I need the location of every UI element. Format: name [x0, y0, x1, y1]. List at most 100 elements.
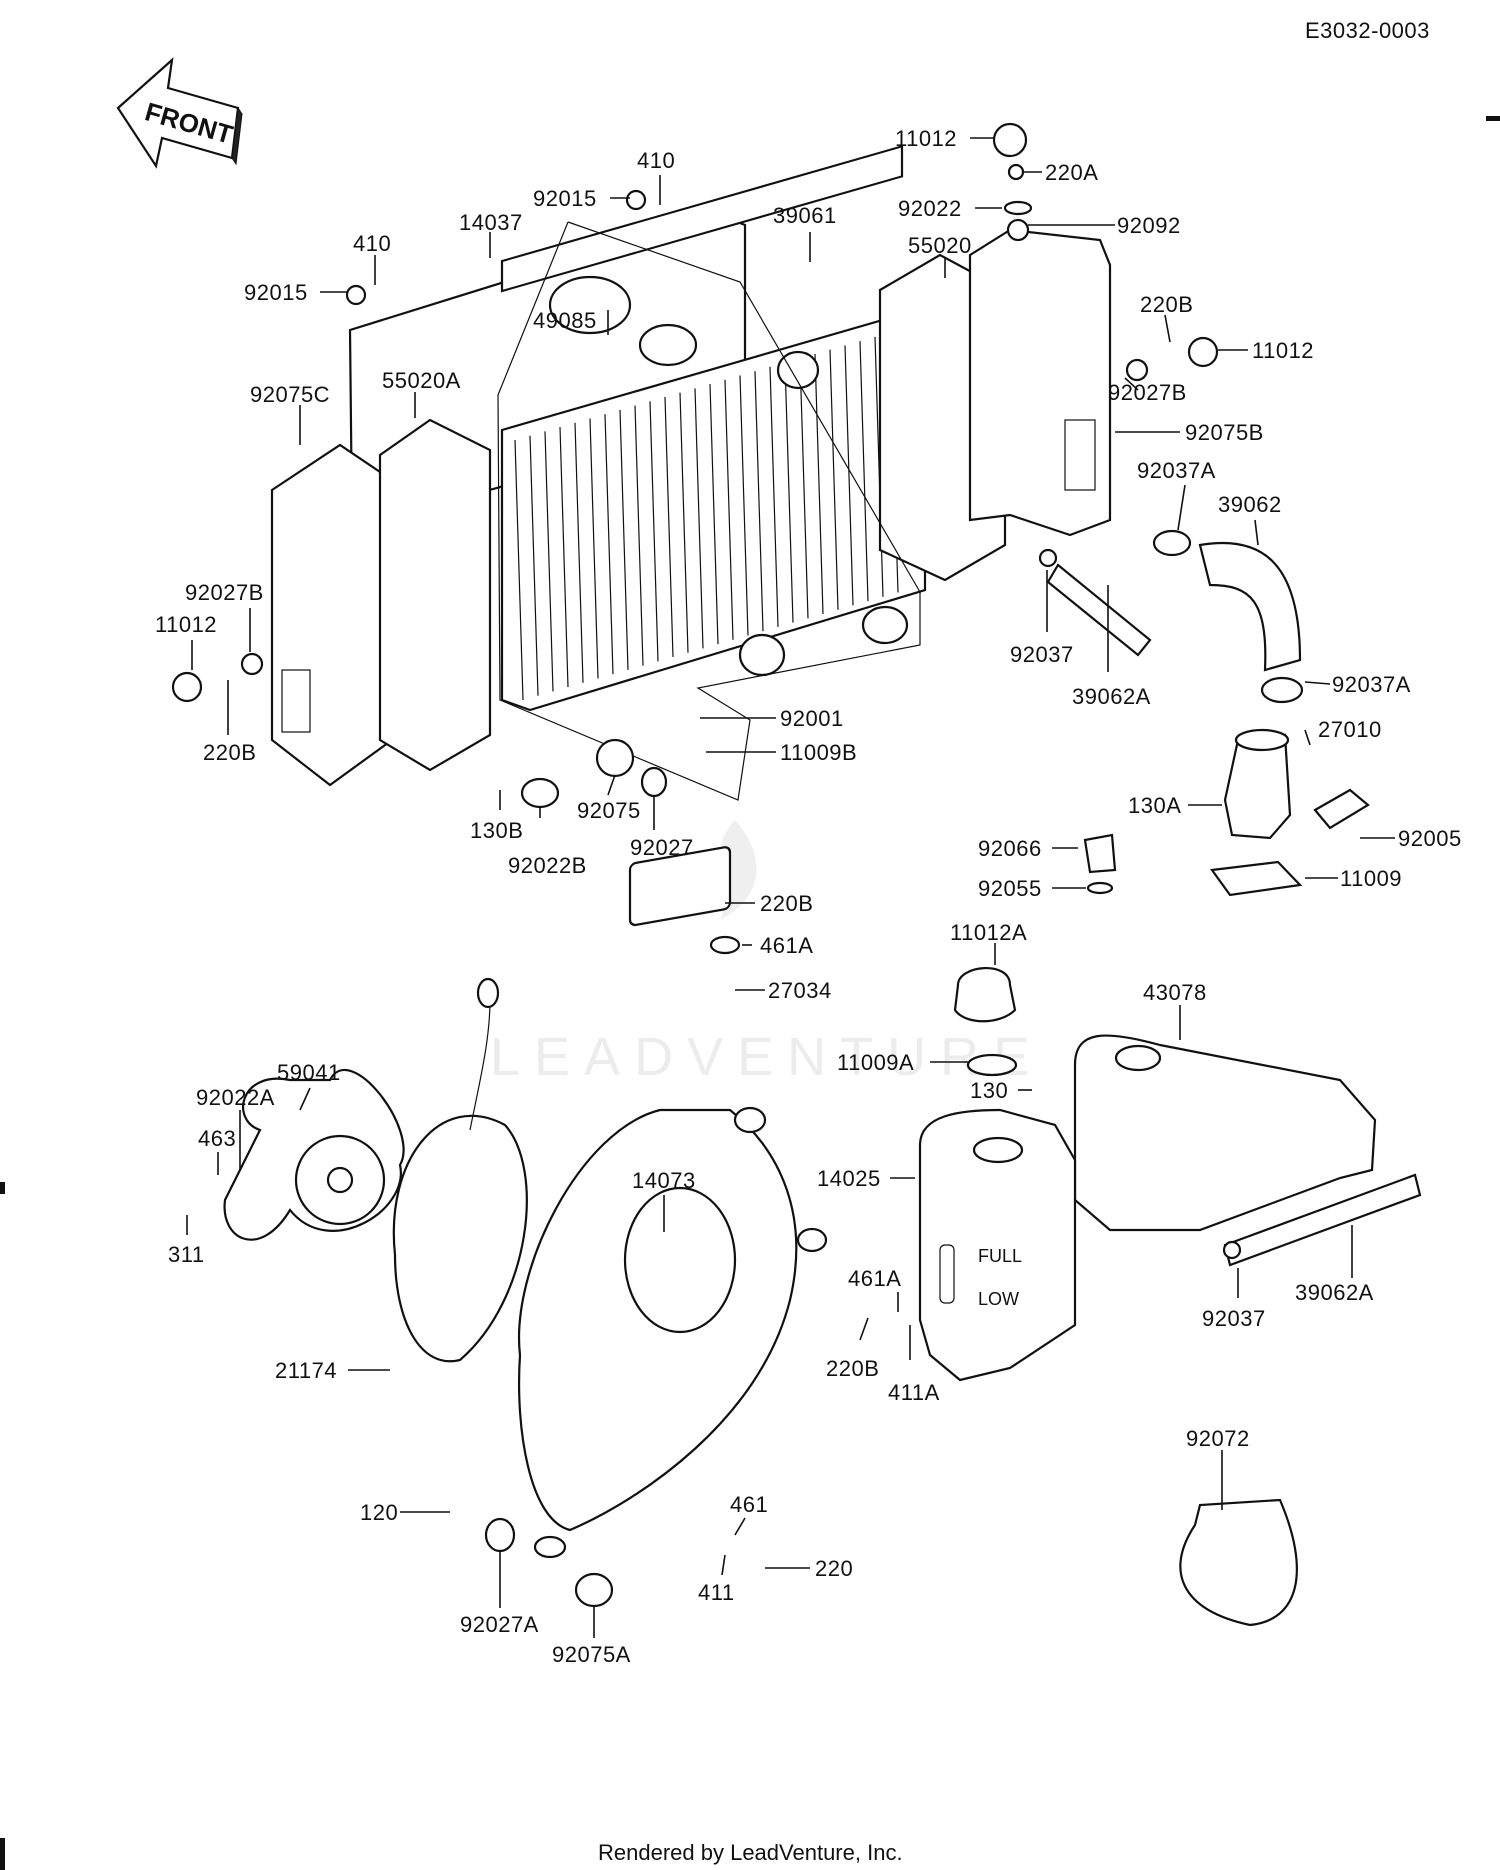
fan-hub-center — [326, 1166, 354, 1194]
callout-220: 220 — [815, 1556, 853, 1581]
callout-92022a: 92022A — [196, 1085, 275, 1110]
nut-92015-b — [345, 284, 367, 306]
callout-21174: 21174 — [275, 1358, 337, 1383]
radiator-fin — [679, 392, 689, 653]
callout-92037a-lower: 92037A — [1332, 672, 1411, 697]
callout-92075b: 92075B — [1185, 420, 1264, 445]
callout-92066: 92066 — [978, 836, 1042, 861]
radiator-fin — [514, 439, 524, 701]
hoses — [1038, 529, 1422, 1267]
radiator-fin — [784, 362, 794, 623]
callout-11009b: 11009B — [780, 740, 857, 765]
fan-shroud-opening — [623, 1186, 737, 1334]
callout-92075: 92075 — [577, 798, 641, 823]
fan-shroud-ear-top — [733, 1106, 767, 1134]
callout-92027b-right: 92027B — [1108, 380, 1187, 405]
callout-49085: 49085 — [533, 308, 597, 333]
radiator-fin — [649, 401, 659, 662]
callout-311: 311 — [168, 1242, 205, 1267]
horn-27034 — [628, 846, 732, 927]
callout-92015-a: 92015 — [533, 186, 597, 211]
callout-11012-top: 11012 — [895, 126, 957, 151]
bolt-220a — [1007, 163, 1025, 181]
callout-14025: 14025 — [817, 1166, 881, 1191]
washer-92022b — [520, 777, 560, 809]
callout-92022b: 92022B — [508, 853, 587, 878]
callout-92037a-upper: 92037A — [1137, 458, 1216, 483]
radiator-outlet-lower — [738, 633, 786, 677]
fan-motor-21174 — [392, 1114, 528, 1363]
callout-11012-left: 11012 — [155, 612, 217, 637]
edge-mark-bottom — [0, 1838, 5, 1870]
callout-92005: 92005 — [1398, 826, 1462, 851]
hose-39062a-upper — [1046, 563, 1152, 657]
callout-410-a: 410 — [637, 148, 675, 173]
radiator-fin — [859, 341, 869, 602]
fan-motor-wire — [469, 999, 491, 1131]
callout-39062: 39062 — [1218, 492, 1282, 517]
callout-130b: 130B — [470, 818, 523, 843]
callout-92092: 92092 — [1117, 213, 1181, 238]
callout-463: 463 — [198, 1126, 236, 1151]
reservoir-cap-11012a — [953, 967, 1017, 1023]
hose-39062 — [1198, 541, 1302, 672]
callout-27010: 27010 — [1318, 717, 1382, 742]
callout-39062a-lower: 39062A — [1295, 1280, 1374, 1305]
clamp-92037-lower — [1222, 1240, 1242, 1260]
callout-461: 461 — [730, 1492, 768, 1517]
left-bracket-slot — [281, 669, 311, 733]
radiator-fin — [724, 379, 734, 640]
callout-14037: 14037 — [459, 210, 523, 235]
damper-92075a — [574, 1572, 614, 1608]
cap-11012-right — [1187, 336, 1219, 368]
callout-39062a-upper: 39062A — [1072, 684, 1151, 709]
tank-cover-14025 — [918, 1108, 1077, 1382]
damper-92027a — [484, 1517, 516, 1553]
left-bracket-55020a — [378, 418, 492, 772]
radiator-fin — [799, 358, 809, 619]
callout-92055: 92055 — [978, 876, 1042, 901]
edge-mark-left — [0, 1182, 5, 1194]
leader-lines — [186, 137, 1395, 1638]
callout-11009: 11009 — [1340, 866, 1402, 891]
fan-shroud-ear-right — [796, 1227, 828, 1253]
fan-assembly — [223, 977, 828, 1559]
nut-92015-a — [625, 189, 647, 211]
diagram-code: E3032-0003 — [1305, 18, 1430, 43]
callout-461a-mid: 461A — [760, 933, 813, 958]
radiator-fin — [664, 396, 674, 658]
edge-mark-right — [1486, 116, 1500, 121]
callout-461a-low: 461A — [848, 1266, 901, 1291]
reservoir-tank: FULL LOW — [918, 967, 1377, 1382]
callout-130a: 130A — [1128, 793, 1181, 818]
callout-39061: 39061 — [773, 203, 837, 228]
radiator-fin — [574, 422, 584, 683]
tank-43078 — [1073, 1034, 1377, 1232]
radiator-fin — [694, 388, 704, 649]
hose-39062a-lower — [1223, 1173, 1422, 1267]
callout-220b-low: 220B — [826, 1356, 879, 1381]
gasket-11009 — [1210, 860, 1303, 897]
callout-11009a: 11009A — [837, 1050, 914, 1075]
callout-43078: 43078 — [1143, 980, 1207, 1005]
callouts: 11012 220A 92022 92092 410 92015 14037 3… — [155, 126, 1462, 1667]
radiator-fin — [559, 427, 569, 688]
radiator-fin — [739, 375, 749, 636]
callout-55020a: 55020A — [382, 368, 461, 393]
cap-seal-11009a — [966, 1053, 1018, 1077]
right-bracket-92075b — [968, 228, 1112, 537]
callout-92001: 92001 — [780, 706, 844, 731]
clamp-92037a-lower — [1260, 676, 1304, 704]
radiator-fin — [619, 409, 629, 670]
left-bracket-92075c — [270, 443, 394, 787]
damper-92075 — [595, 738, 635, 778]
damper-92027b-left — [240, 652, 264, 676]
radiator-fin — [604, 414, 614, 675]
sensor-92005 — [1313, 788, 1370, 830]
tank-mark-full: FULL — [978, 1246, 1022, 1266]
callout-410-b: 410 — [353, 231, 391, 256]
tank-cover-opening — [972, 1136, 1024, 1164]
radiator-filler-cap — [548, 275, 632, 335]
callout-14073: 14073 — [632, 1168, 696, 1193]
